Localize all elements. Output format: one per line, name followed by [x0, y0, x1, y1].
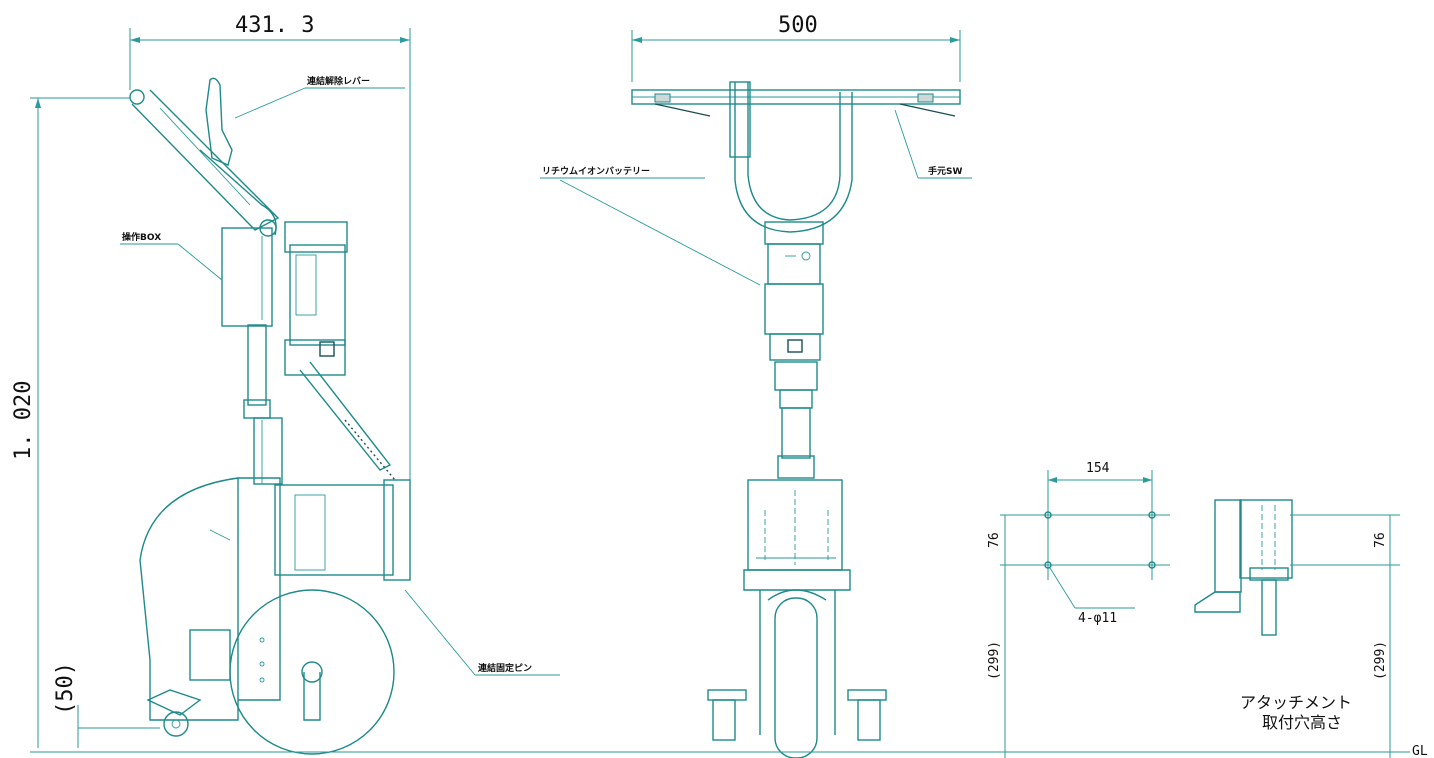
front-width-value: 500 — [778, 13, 818, 38]
front-casters — [707, 689, 887, 741]
ground-line: GL — [30, 744, 1428, 758]
left-height-value: (299) — [987, 641, 1002, 680]
left-vertical-value: 76 — [987, 532, 1002, 548]
front-battery — [764, 221, 824, 361]
fixing-pin-label: 連結固定ピン — [478, 662, 532, 674]
front-column — [774, 361, 818, 479]
hand-switch-label: 手元SW — [928, 165, 962, 177]
side-base-value: (50) — [53, 662, 78, 715]
side-width-value: 431. 3 — [235, 13, 314, 38]
side-wheel — [229, 589, 395, 755]
side-height-value: 1. 020 — [11, 381, 36, 460]
side-body — [139, 477, 411, 721]
attachment-detail: 154 76 (299) 4-φ11 76 (299) — [987, 461, 1400, 758]
battery-label: リチウムイオンバッテリー — [542, 166, 650, 177]
release-lever — [129, 77, 280, 237]
hole-pitch-value: 154 — [1086, 461, 1110, 476]
attachment-caption-line1: アタッチメント — [1240, 693, 1352, 712]
front-body — [743, 479, 851, 735]
side-view: 431. 3 1. 020 (50) 連結解除レバー — [11, 13, 560, 755]
side-battery — [284, 221, 348, 376]
holes-label: 4-φ11 — [1078, 611, 1117, 626]
side-base-dimension: (50) — [53, 662, 160, 748]
side-caster — [146, 689, 202, 737]
hole-pattern: 154 76 (299) 4-φ11 — [987, 461, 1170, 758]
side-height-dimension: 1. 020 — [11, 97, 130, 748]
right-vertical-value: 76 — [1373, 532, 1388, 548]
release-lever-label: 連結解除レバー — [307, 75, 370, 87]
side-column — [243, 324, 283, 485]
front-handlebar — [631, 81, 961, 233]
front-view: 500 リチウムイオンバッテリー 手元SW — [540, 13, 972, 758]
attachment-caption-line2: 取付穴高さ — [1262, 713, 1342, 732]
control-box — [221, 227, 273, 327]
control-box-label: 操作BOX — [122, 231, 161, 243]
right-height-value: (299) — [1373, 641, 1388, 680]
front-wheel — [774, 597, 818, 758]
ground-label: GL — [1412, 744, 1428, 758]
front-width-dimension: 500 — [631, 13, 961, 82]
side-width-dimension: 431. 3 — [129, 13, 411, 480]
mount-section: 76 (299) — [1194, 499, 1400, 758]
